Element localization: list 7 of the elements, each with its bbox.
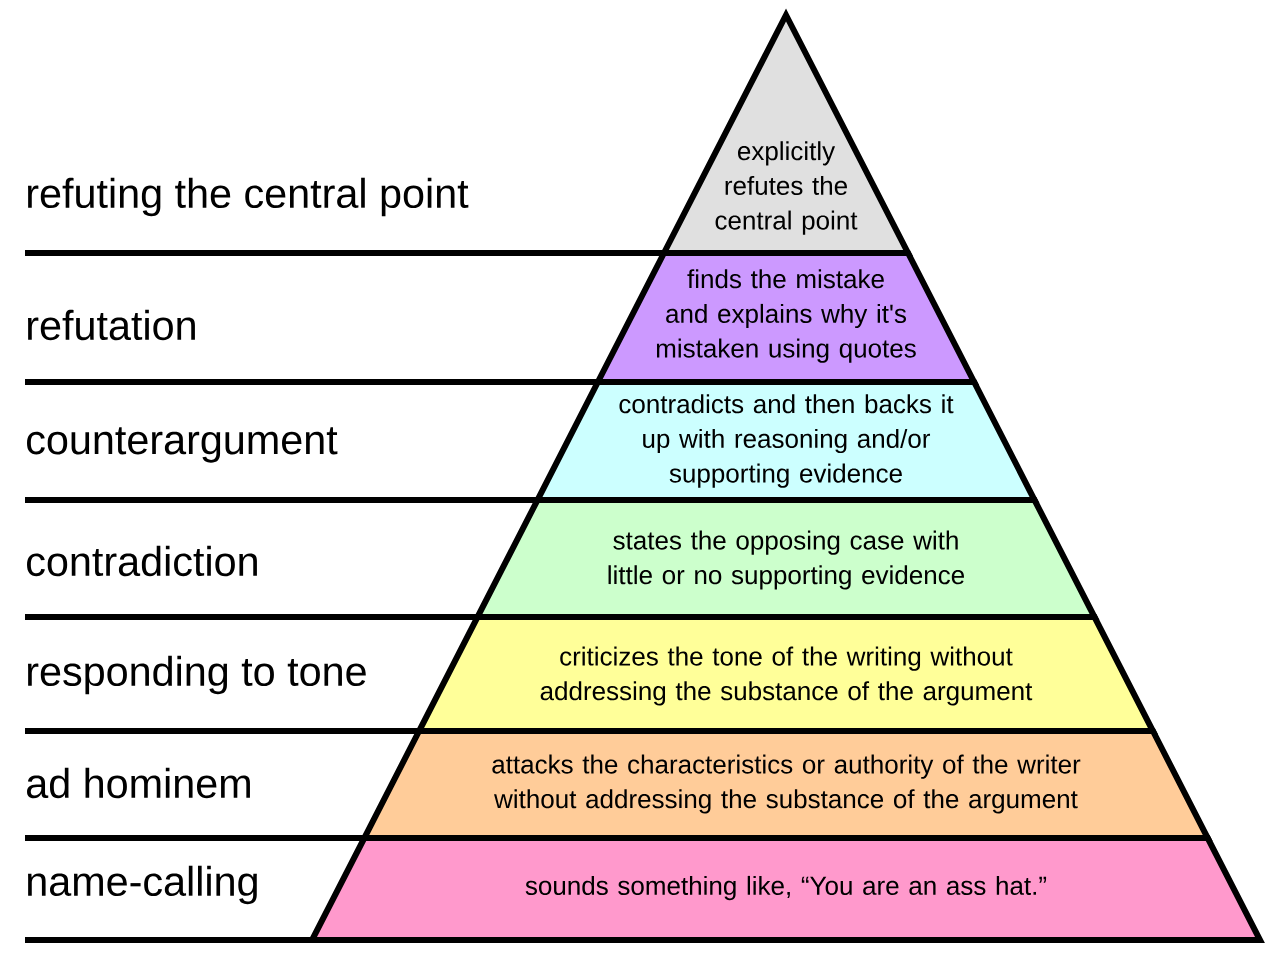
level-label: contradiction [27,545,257,577]
level-label: ad hominem [27,767,250,799]
level-label: counterargument [27,427,338,463]
level-label: responding to tone [28,655,366,695]
level-label: refuting the central point [28,177,469,217]
level-label: name-calling [28,865,257,905]
level-label: refutation [28,309,195,341]
